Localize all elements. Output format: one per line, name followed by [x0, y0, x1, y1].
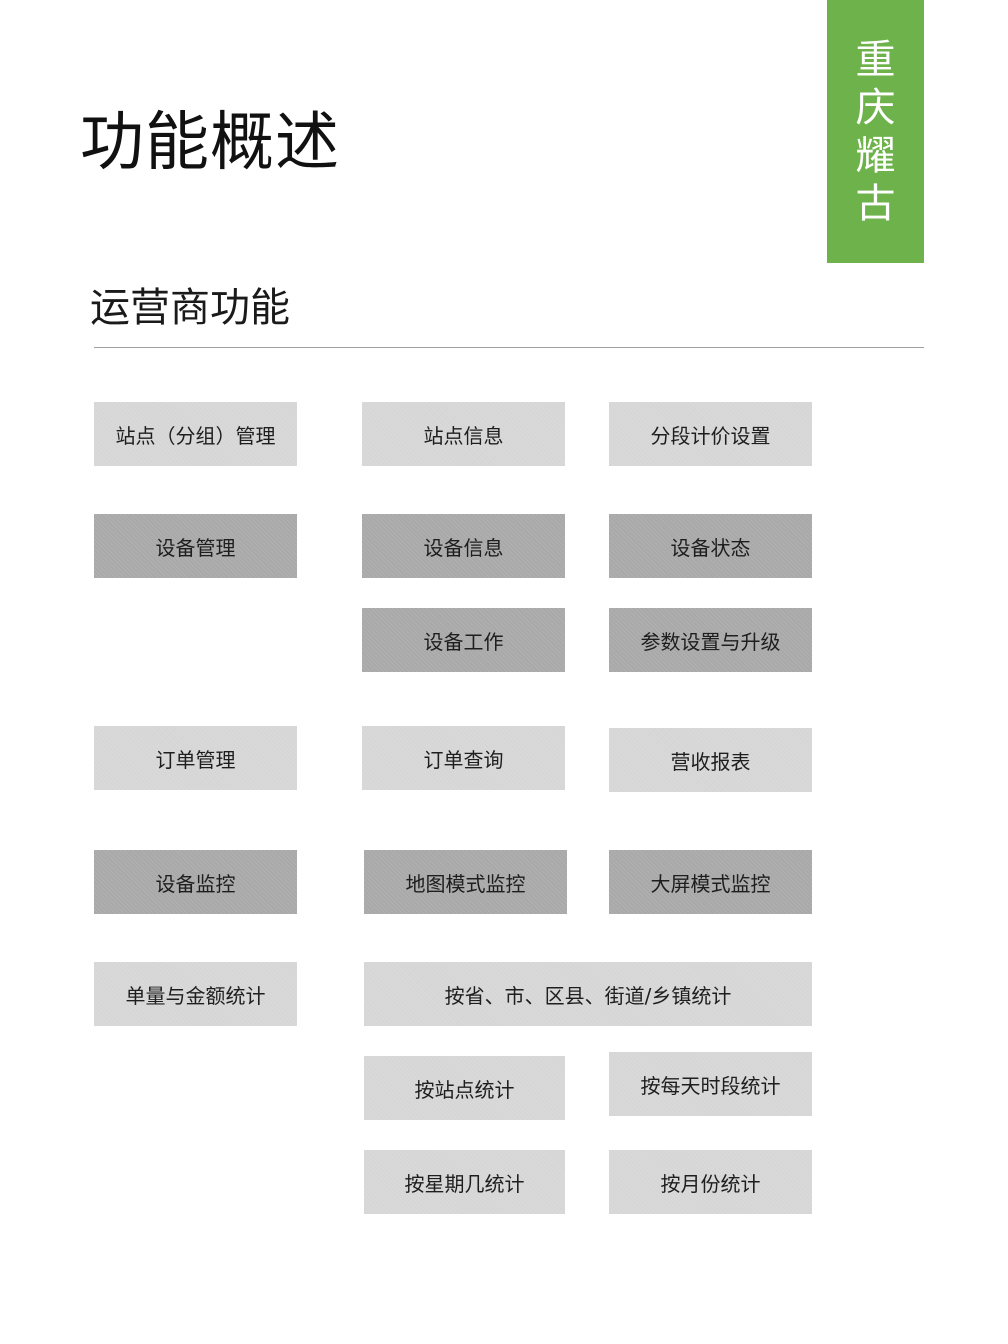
feature-box-device-status: 设备状态 [609, 514, 812, 578]
brand-char-3: 耀 [855, 132, 896, 179]
feature-box-site-stats: 按站点统计 [364, 1056, 565, 1120]
brand-char-4: 古 [855, 180, 896, 227]
section-title: 运营商功能 [90, 285, 290, 331]
category-box-site-management: 站点（分组）管理 [94, 402, 297, 466]
section-divider [94, 347, 924, 348]
feature-box-site-info: 站点信息 [362, 402, 565, 466]
feature-box-order-query: 订单查询 [362, 726, 565, 790]
brand-char-2: 庆 [855, 84, 896, 131]
feature-box-map-monitoring: 地图模式监控 [364, 850, 567, 914]
feature-box-daily-period-stats: 按每天时段统计 [609, 1052, 812, 1116]
feature-box-region-stats: 按省、市、区县、街道/乡镇统计 [364, 962, 812, 1026]
feature-box-device-work: 设备工作 [362, 608, 565, 672]
page-title: 功能概述 [80, 106, 340, 180]
feature-box-param-upgrade: 参数设置与升级 [609, 608, 812, 672]
category-box-device-monitoring: 设备监控 [94, 850, 297, 914]
brand-char-1: 重 [855, 36, 896, 83]
brand-tab: 重 庆 耀 古 [827, 0, 924, 263]
feature-box-weekday-stats: 按星期几统计 [364, 1150, 565, 1214]
feature-box-bigscreen-monitoring: 大屏模式监控 [609, 850, 812, 914]
feature-box-device-info: 设备信息 [362, 514, 565, 578]
feature-box-segment-pricing: 分段计价设置 [609, 402, 812, 466]
category-box-device-management: 设备管理 [94, 514, 297, 578]
feature-box-revenue-report: 营收报表 [609, 728, 812, 792]
category-box-volume-amount-stats: 单量与金额统计 [94, 962, 297, 1026]
category-box-order-management: 订单管理 [94, 726, 297, 790]
feature-box-month-stats: 按月份统计 [609, 1150, 812, 1214]
